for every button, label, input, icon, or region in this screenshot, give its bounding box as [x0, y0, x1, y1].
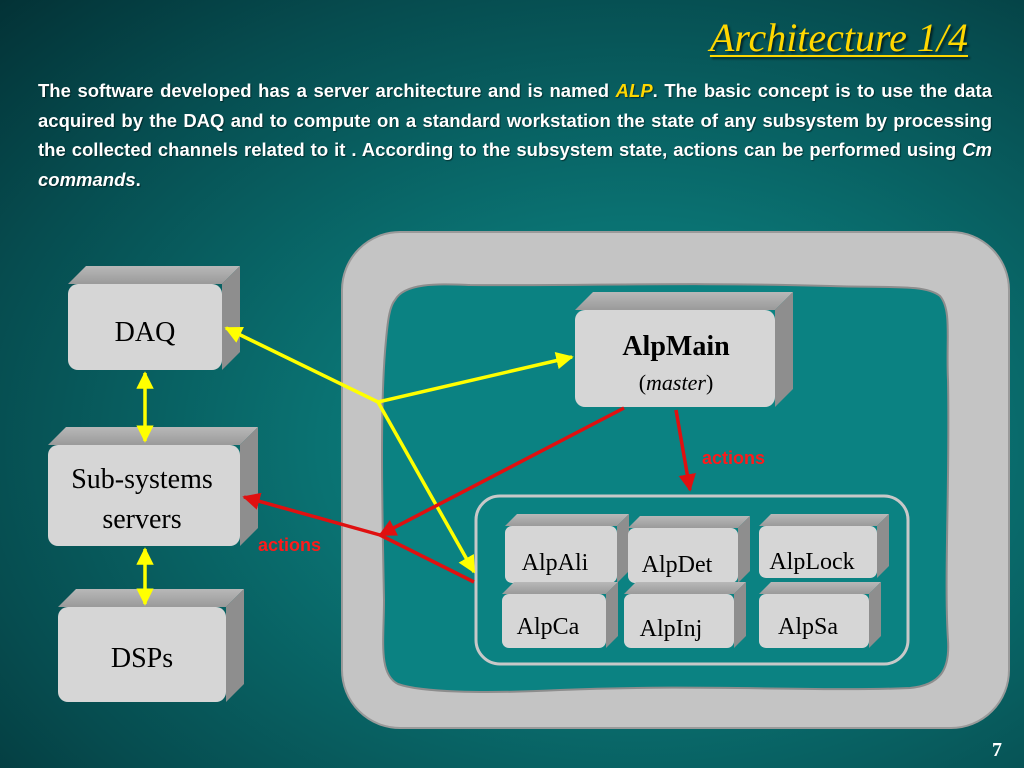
alpsa-label: AlpSa	[778, 614, 838, 640]
intro-paragraph: The software developed has a server arch…	[38, 76, 992, 194]
alpmain-role: master	[646, 370, 706, 395]
module-alplock: AlpLock	[759, 514, 889, 578]
daq-box: DAQ	[68, 266, 240, 370]
alplock-label: AlpLock	[769, 549, 854, 575]
intro-text-1: The software developed has a server arch…	[38, 80, 616, 101]
module-alpsa: AlpSa	[759, 582, 881, 648]
alpmain-modules-arrow	[674, 409, 696, 492]
subsystems-label-1: Sub-systems	[71, 464, 213, 495]
page-number: 7	[992, 739, 1002, 761]
modules-actions-line	[379, 533, 475, 584]
module-alpca: AlpCa	[502, 582, 618, 648]
alpca-label: AlpCa	[517, 614, 580, 640]
hub-alpmain-arrow	[377, 352, 574, 404]
svg-text:(master): (master)	[639, 370, 714, 395]
cm-commands: Cm commands	[38, 139, 992, 190]
alpmain-box: AlpMain (master)	[575, 292, 793, 407]
alpdet-label: AlpDet	[642, 552, 713, 578]
module-alpinj: AlpInj	[624, 582, 746, 648]
dsps-label: DSPs	[111, 643, 173, 674]
module-alpdet: AlpDet	[628, 516, 750, 583]
hub-modules-arrow	[376, 401, 476, 574]
actions-label-left: actions	[258, 535, 321, 555]
alpmain-label: AlpMain	[622, 331, 730, 362]
module-container	[474, 494, 910, 666]
alp-name: ALP	[615, 80, 653, 101]
alpmain-actions-arrow	[378, 406, 625, 537]
dsps-box: DSPs	[58, 589, 244, 702]
intro-text-2: . The basic concept is to use the data a…	[38, 80, 992, 160]
alpinj-label: AlpInj	[640, 616, 703, 642]
paren-open: (	[639, 370, 646, 395]
paren-close: )	[706, 370, 713, 395]
intro-text-3: .	[135, 168, 141, 190]
actions-label-right: actions	[702, 448, 765, 468]
slide-title: Architecture 1/4	[709, 15, 968, 60]
daq-hub-arrow	[224, 326, 379, 404]
daq-label: DAQ	[115, 317, 176, 348]
module-alpali: AlpAli	[505, 514, 629, 583]
subsystems-box: Sub-systems servers	[48, 427, 258, 546]
subsystems-label-2: servers	[102, 504, 181, 535]
actions-subsystems-arrow	[242, 492, 381, 537]
alpali-label: AlpAli	[522, 550, 589, 576]
